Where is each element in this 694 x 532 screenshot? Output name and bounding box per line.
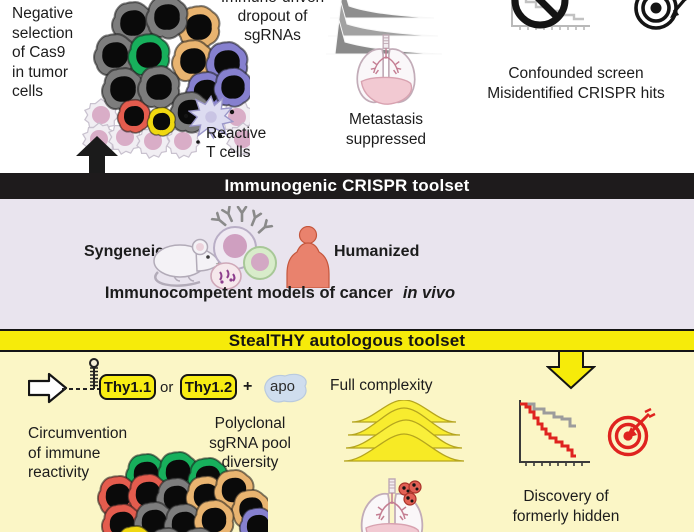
survival-chart-icon [519,400,590,466]
gray-ridgeline-icon [326,0,442,55]
thy11-box: Thy1.1 [99,374,156,400]
stealthy-banner: StealTHY autologous toolset [0,329,694,352]
lungs-metastases-icon [360,478,424,532]
models-caption: Immunocompetent models of cancer in vivo [60,284,500,303]
missed-target-icon [634,0,687,30]
hit-target-icon [607,408,656,457]
immune-dropout-label: Immune-driven dropout of sgRNAs [221,0,324,44]
mouse-icon [153,238,226,287]
human-icon [286,226,330,288]
apo-icon [264,373,307,403]
yellow-ridgeline-icon [343,400,465,462]
discovery-label: Discovery of formerly hidden [512,488,620,525]
lungs-icon [356,34,416,106]
immunogenic-banner: Immunogenic CRISPR toolset [0,173,694,199]
negative-selection-label: Negative selection of Cas9 in tumor cell… [12,5,74,100]
promoter-arrow-icon [28,372,68,404]
metastasis-suppressed-label: Metastasis suppressed [345,111,427,148]
models-caption-invivo: in vivo [402,284,456,302]
reactive-t-cells-label: Reactive T cells [206,125,267,161]
models-caption-text: Immunocompetent models of cancer [104,284,393,302]
or-label: or [160,379,174,396]
apo-label: apo [270,378,296,395]
hairpin-icon [62,358,110,390]
thy12-box: Thy1.2 [180,374,237,400]
down-arrow-icon [546,350,596,390]
models-section [0,199,694,329]
syngeneic-label: Syngeneic [84,243,165,260]
humanized-label: Humanized [334,243,420,260]
stealthy-banner-label: StealTHY autologous toolset [228,330,466,350]
up-arrow-icon [76,136,118,176]
plus-label: + [243,378,253,395]
tumor-cell-cluster-illustration [82,0,250,159]
immunogenic-banner-label: Immunogenic CRISPR toolset [224,176,470,195]
confounded-screen-icon [511,0,590,30]
immune-cells-icon [210,206,277,290]
tumor-nodules [398,480,422,506]
circumvention-label: Circumvention of immune reactivity [28,425,128,481]
polyclonal-label: Polyclonal sgRNA pool diversity [209,415,291,471]
full-complexity-label: Full complexity [330,377,433,394]
polyclonal-cell-cluster-illustration [96,450,268,532]
confounded-screen-label: Confounded screen Misidentified CRISPR h… [487,65,665,102]
